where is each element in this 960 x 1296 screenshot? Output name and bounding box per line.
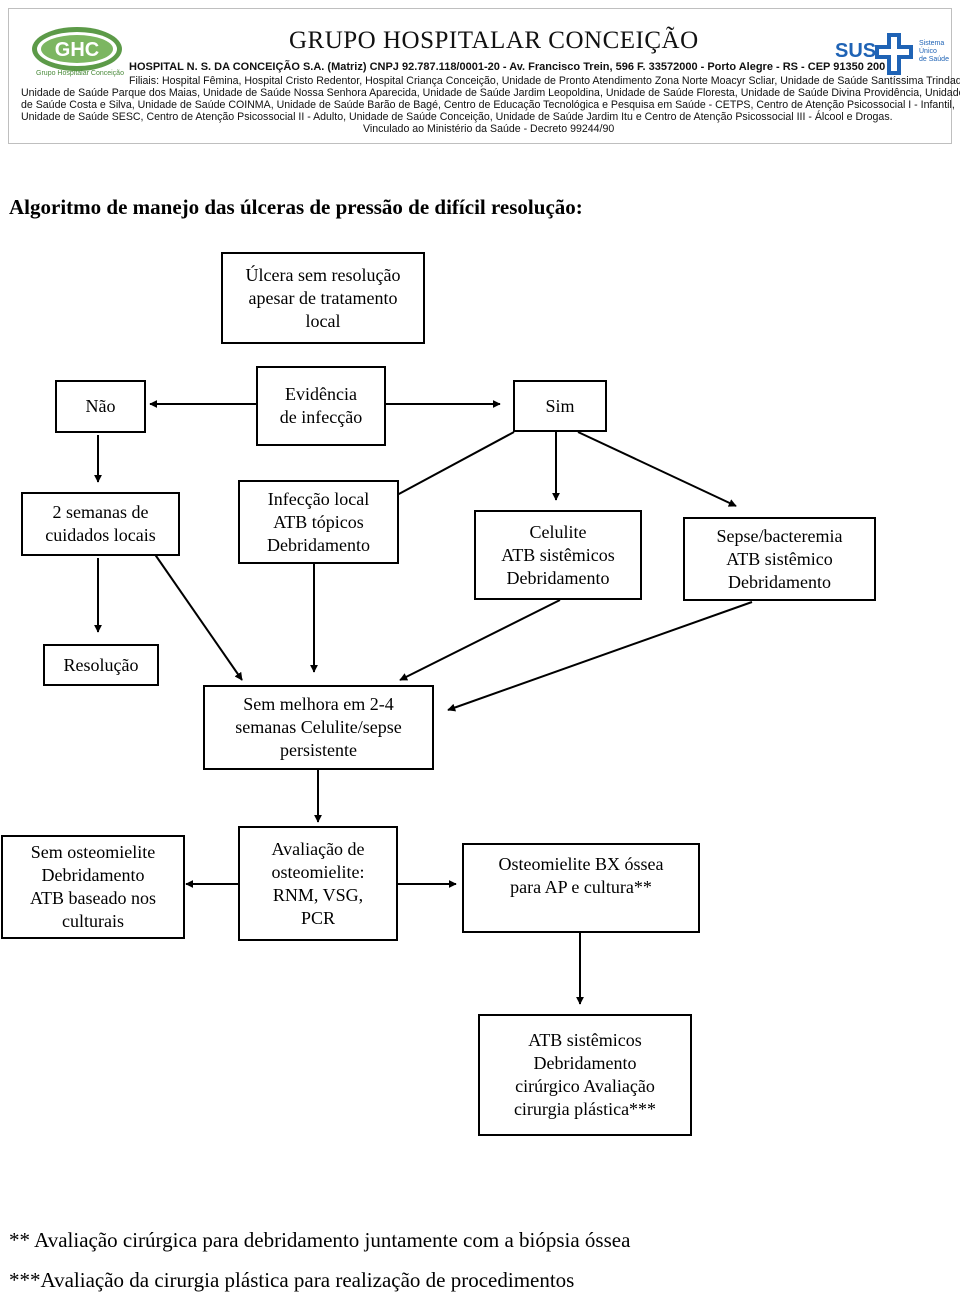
ghc-logo-subtext: Grupo Hospitalar Conceição — [36, 70, 124, 77]
box-sem-osteomielite: Sem osteomielite Debridamento ATB basead… — [1, 835, 185, 939]
sus-sub-2: Único — [919, 46, 937, 55]
footnote-cirurgia-plastica: ***Avaliação da cirurgia plástica para r… — [9, 1268, 575, 1292]
box-atb-sistemicos: ATB sistêmicos Debridamento cirúrgico Av… — [478, 1014, 692, 1136]
box-celulite: Celulite ATB sistêmicos Debridamento — [474, 510, 642, 600]
header-filiais-line-3: de Saúde Costa e Silva, Unidade de Saúde… — [21, 99, 955, 111]
ghc-logo: GHC — [32, 27, 122, 71]
header-filiais-line-4: Unidade de Saúde SESC, Centro de Atenção… — [21, 111, 893, 123]
header-address: HOSPITAL N. S. DA CONCEIÇÃO S.A. (Matriz… — [129, 61, 886, 73]
box-infeccao-local: Infecção local ATB tópicos Debridamento — [238, 480, 399, 564]
box-sem-melhora: Sem melhora em 2-4 semanas Celulite/seps… — [203, 685, 434, 770]
letterhead: GHC Grupo Hospitalar Conceição GRUPO HOS… — [8, 8, 960, 144]
box-nao: Não — [55, 380, 146, 433]
box-resolucao: Resolução — [43, 644, 159, 686]
header-title: GRUPO HOSPITALAR CONCEIÇÃO — [289, 27, 699, 54]
sus-logo-text: SUS — [835, 40, 876, 62]
box-avaliacao-osteomielite: Avaliação de osteomielite: RNM, VSG, PCR — [238, 826, 398, 941]
box-evidencia-infeccao: Evidência de infecção — [256, 366, 386, 446]
arrow-sepse-semmelhora — [447, 601, 753, 712]
header-filiais-line-2: Unidade de Saúde Parque dos Maias, Unida… — [21, 87, 960, 99]
footnote-biopsia: ** Avaliação cirúrgica para debridamento… — [9, 1228, 631, 1252]
header-filiais-line-1: Filiais: Hospital Fêmina, Hospital Crist… — [129, 75, 960, 87]
arrow-celulite-semmelhora — [399, 599, 561, 681]
document-title: Algoritmo de manejo das úlceras de press… — [9, 195, 583, 219]
ghc-logo-text: GHC — [55, 39, 99, 61]
sus-sub-1: Sistema — [919, 40, 944, 47]
box-2-semanas: 2 semanas de cuidados locais — [21, 492, 180, 556]
arrow-infeccao-semmelhora-1 — [153, 552, 243, 681]
sus-logo: SUS Sistema Único de Saúde — [835, 33, 949, 75]
box-ulcera-sem-resolucao: Úlcera sem resolução apesar de tratament… — [221, 252, 425, 344]
box-osteomielite-bx: Osteomielite BX óssea para AP e cultura*… — [462, 843, 700, 933]
arrow-sim-sepse — [577, 431, 737, 507]
header-vinculo: Vinculado ao Ministério da Saúde - Decre… — [363, 123, 615, 135]
box-sepse-bacteremia: Sepse/bacteremia ATB sistêmico Debridame… — [683, 517, 876, 601]
arrow-sim-infeccao — [383, 431, 515, 503]
sus-sub-3: de Saúde — [919, 56, 949, 63]
box-sim: Sim — [513, 380, 607, 432]
